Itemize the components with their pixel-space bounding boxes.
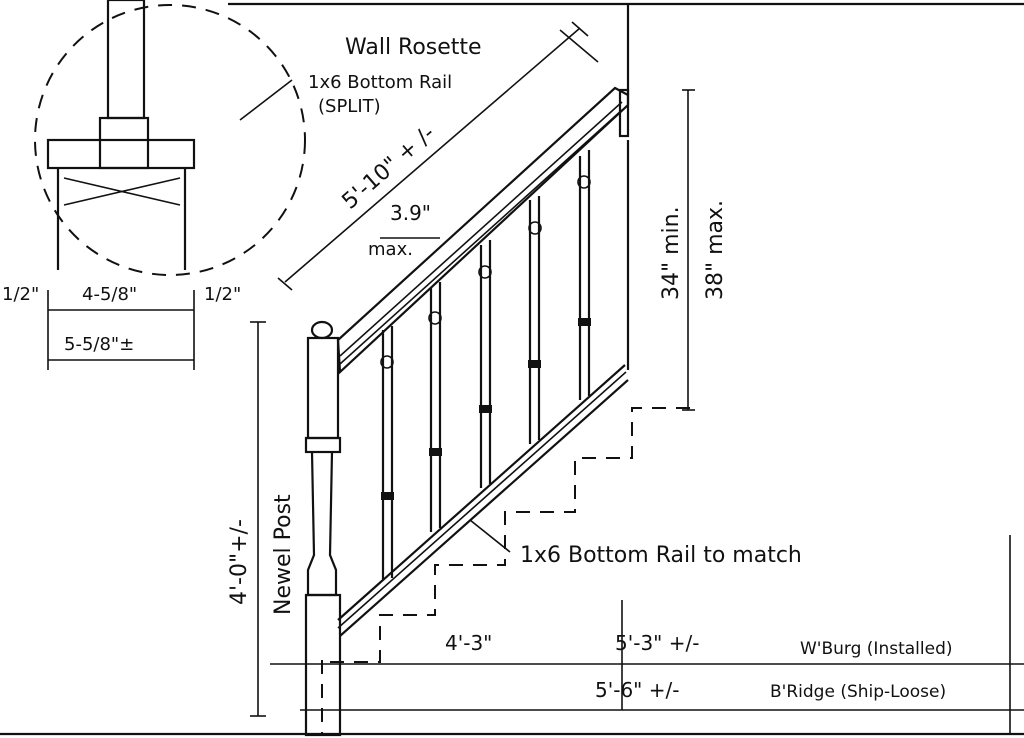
wall-rosette-label: Wall Rosette bbox=[345, 35, 482, 60]
baluster bbox=[380, 326, 394, 580]
rail-height-min: 34" min. bbox=[659, 206, 684, 300]
newel-height-dimension: 4'-0"+/- bbox=[227, 519, 252, 605]
baluster-spacing-max: max. bbox=[368, 239, 413, 260]
baluster bbox=[528, 196, 542, 444]
wburg-label: W'Burg (Installed) bbox=[800, 639, 953, 659]
run-dimension: 4'-3" bbox=[445, 631, 492, 655]
wburg-dimension: 5'-3" +/- bbox=[615, 631, 699, 655]
bottom-rail-split-note: (SPLIT) bbox=[318, 96, 381, 117]
wall-rosette bbox=[618, 88, 630, 138]
rail-height-max: 38" max. bbox=[703, 200, 728, 300]
balusters bbox=[380, 150, 591, 580]
detail-right-dimension: 1/2" bbox=[204, 284, 241, 305]
bottom-rail bbox=[337, 364, 629, 637]
detail-total-dimension: 5-5/8"± bbox=[64, 334, 134, 355]
bottom-rail-split-label: 1x6 Bottom Rail bbox=[308, 72, 452, 93]
bridge-label: B'Ridge (Ship-Loose) bbox=[770, 682, 946, 702]
hand-rail bbox=[336, 86, 630, 375]
bottom-rail-match-label: 1x6 Bottom Rail to match bbox=[520, 543, 802, 568]
baluster bbox=[577, 150, 591, 400]
baluster bbox=[478, 240, 492, 488]
detail-left-dimension: 1/2" bbox=[2, 284, 39, 305]
bridge-dimension: 5'-6" +/- bbox=[595, 678, 679, 702]
baluster bbox=[428, 282, 442, 532]
detail-mid-dimension: 4-5/8" bbox=[82, 284, 137, 305]
newel-post-label: Newel Post bbox=[271, 494, 296, 615]
stair-steps bbox=[330, 407, 690, 663]
dimensions bbox=[250, 21, 1024, 717]
newel-post bbox=[304, 320, 342, 737]
baluster-spacing-dimension: 3.9" bbox=[390, 201, 431, 225]
rail-detail bbox=[34, 0, 306, 370]
